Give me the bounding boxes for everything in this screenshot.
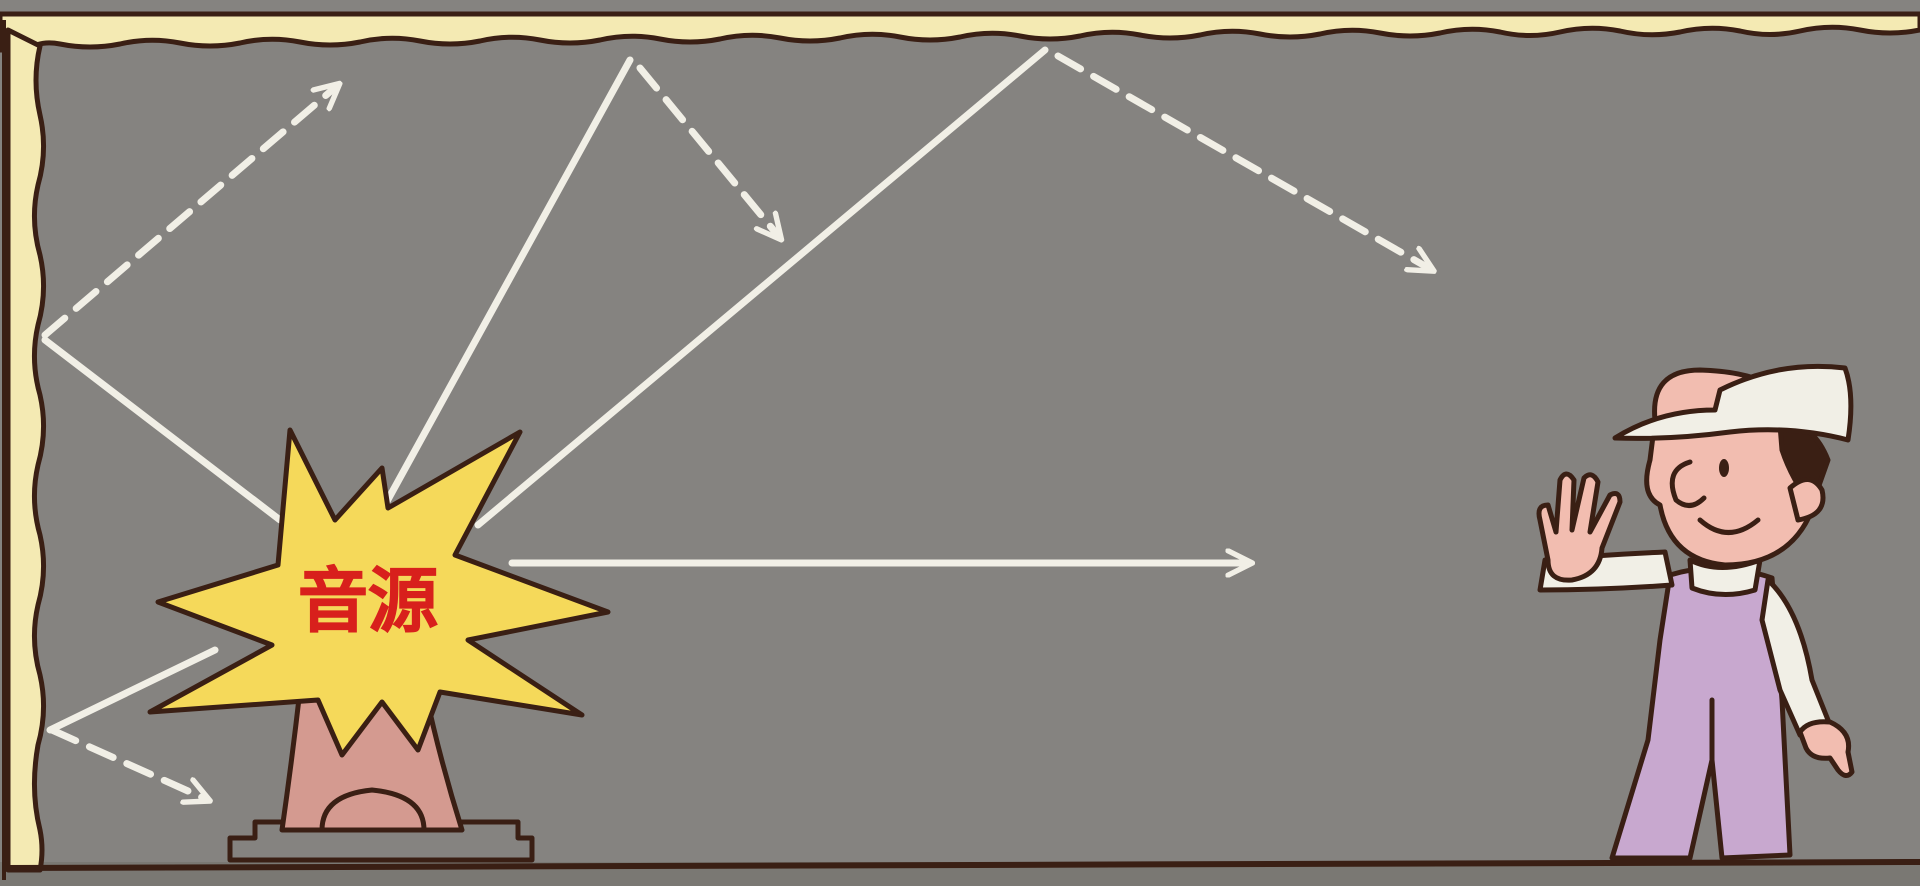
left-wall [8,30,44,870]
sound-source-label: 音源 [298,560,438,642]
person-ear [1790,479,1823,520]
person-eye [1719,459,1729,477]
